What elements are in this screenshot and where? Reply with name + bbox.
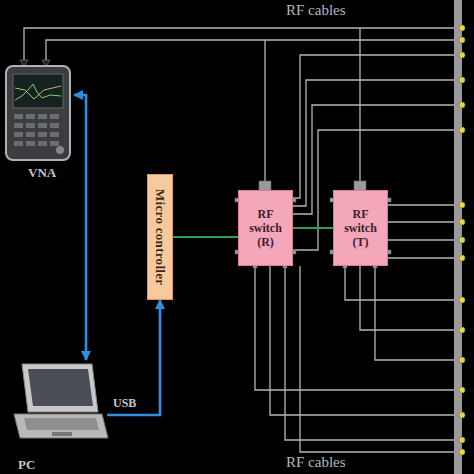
connector bbox=[107, 300, 160, 415]
switch-box: RF switch (T) bbox=[333, 190, 388, 266]
pc-box: PC bbox=[12, 360, 107, 472]
node-label: RF switch (R) bbox=[245, 207, 287, 249]
node-label: VNA bbox=[28, 166, 74, 180]
switch-box: RF switch (R) bbox=[238, 190, 293, 266]
connector bbox=[293, 227, 333, 229]
vna-device-box: VNA bbox=[2, 62, 74, 180]
node-label: PC bbox=[18, 458, 107, 472]
switch-connector bbox=[235, 181, 391, 268]
connector-label: USB bbox=[113, 396, 136, 411]
rf-cables bbox=[24, 28, 455, 452]
connector bbox=[74, 95, 86, 360]
vna-device bbox=[6, 66, 70, 160]
controller-box: Micro controller bbox=[147, 174, 173, 300]
cable-label: RF cables bbox=[286, 2, 346, 19]
cable-label: RF cables bbox=[286, 454, 346, 471]
laptop-pc bbox=[14, 364, 108, 438]
node-label: RF switch (T) bbox=[340, 207, 382, 249]
node-label: Micro controller bbox=[152, 189, 168, 285]
antenna-element bbox=[459, 25, 465, 455]
connector bbox=[173, 236, 238, 238]
